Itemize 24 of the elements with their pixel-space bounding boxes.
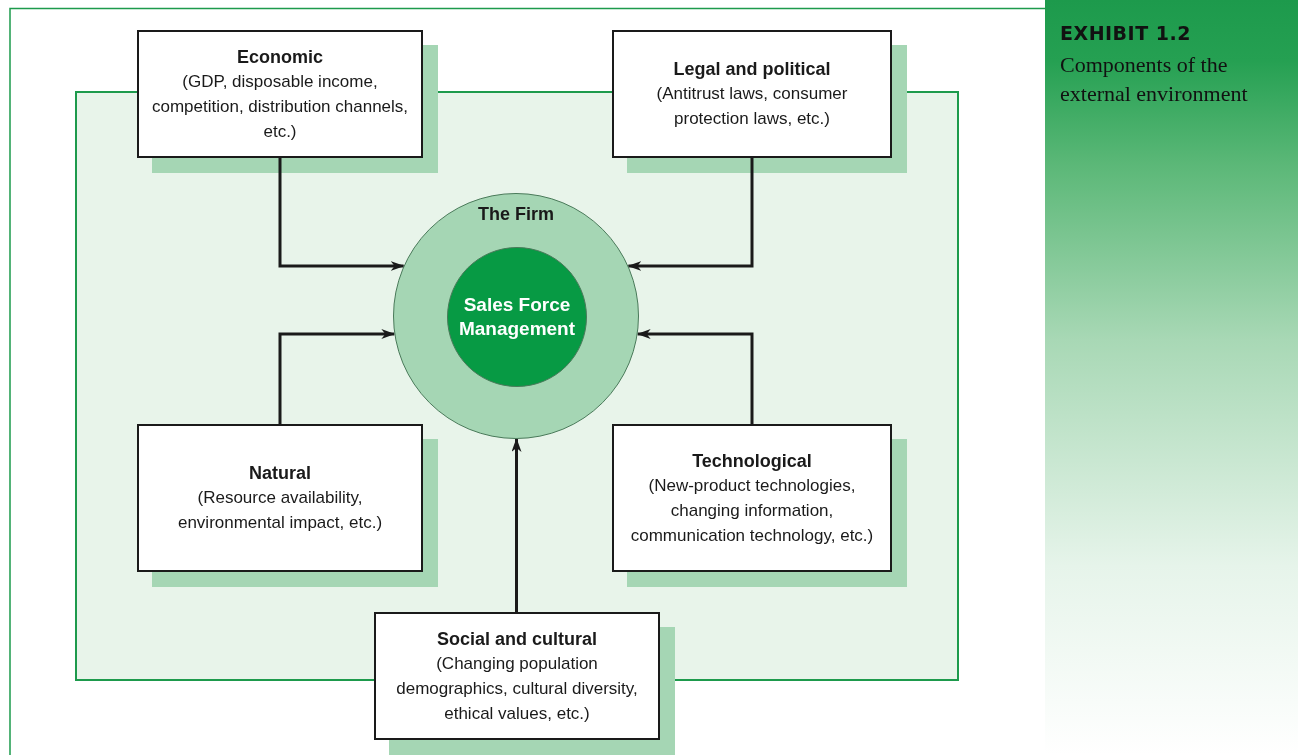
node-description: (Changing population demographics, cultural diversity, ethical values, etc.) (395, 652, 639, 725)
node-heading: Natural (249, 462, 311, 485)
arrow (278, 329, 396, 424)
exhibit-caption: Components of the external environment (1060, 51, 1249, 108)
factor-box (612, 424, 892, 572)
factor-box (137, 30, 423, 158)
node-heading: Economic (237, 45, 323, 69)
node-heading: Technological (692, 449, 812, 473)
node-heading: Legal and political (673, 58, 831, 81)
arrow (511, 438, 522, 612)
node-description: (Resource availability, environmental impact, etc.) (176, 487, 384, 534)
node-heading: The Firm (478, 203, 554, 226)
node-heading: Sales Force Management (457, 293, 577, 341)
node-description: (New-product technologies, changing information, communication technology, etc.) (629, 474, 875, 547)
node-heading: Social and cultural (436, 627, 597, 651)
node-description: (GDP, disposable income, competition, distribution channels, etc.) (150, 70, 410, 143)
exhibit-title: EXHIBIT 1.2 (1060, 22, 1191, 44)
node-description: (Antitrust laws, consumer protection laws, etc.) (655, 83, 849, 130)
factor-box (137, 424, 423, 572)
factor-box (612, 30, 892, 158)
arrow (627, 158, 754, 271)
arrow (278, 158, 405, 271)
factor-box (374, 612, 660, 740)
arrow (636, 329, 754, 424)
